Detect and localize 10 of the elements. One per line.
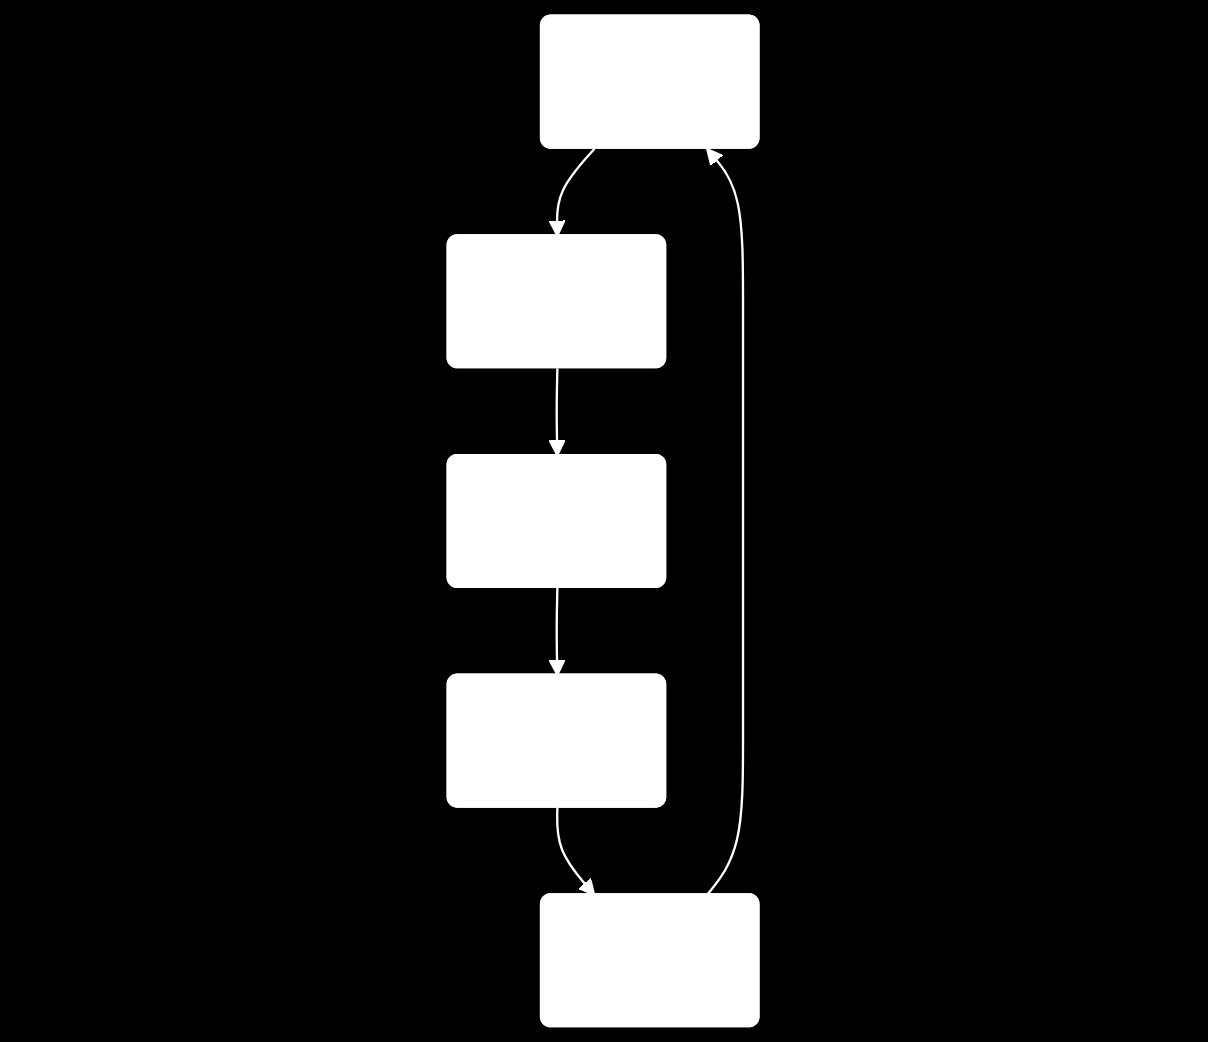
process-box: [540, 893, 761, 1028]
process-box: [540, 14, 761, 149]
process-box: [447, 673, 668, 808]
process-box: [447, 234, 668, 369]
arrow: [549, 588, 567, 677]
process-box: [447, 453, 668, 589]
arrow: [549, 368, 567, 457]
arrow: [549, 147, 597, 237]
arrow: [706, 147, 746, 896]
arrow: [556, 807, 597, 896]
